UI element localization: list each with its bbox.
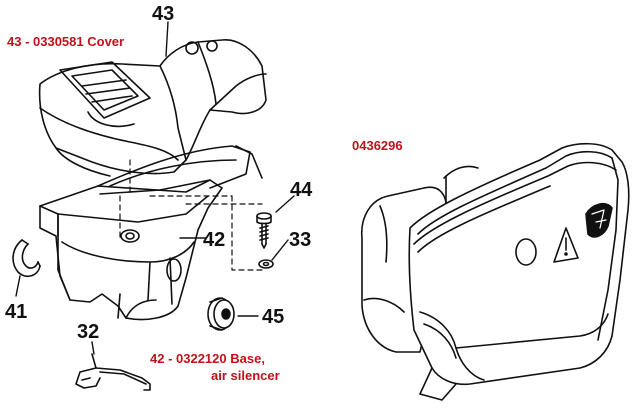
grommet-drawing — [207, 297, 235, 331]
callout-44: 44 — [290, 179, 313, 201]
cover-part-label: 43 - 0330581 Cover — [7, 34, 125, 49]
callout-43: 43 — [152, 3, 175, 25]
cover-drawing — [38, 39, 267, 177]
air-filter-assembly-drawing — [361, 142, 630, 401]
base-drawing — [39, 145, 263, 321]
callout-42: 42 — [203, 229, 226, 251]
callout-33: 33 — [289, 229, 312, 251]
base-part-label-line1: 42 - 0322120 Base, — [150, 351, 265, 366]
callout-41: 41 — [5, 301, 28, 323]
clip-drawing — [12, 239, 41, 278]
washer-drawing — [258, 259, 274, 269]
callout-32: 32 — [77, 321, 100, 343]
kit-part-number: 0436296 — [352, 138, 403, 153]
callout-45: 45 — [262, 306, 285, 328]
base-part-label-line2: air silencer — [211, 368, 280, 383]
screw-drawing — [256, 212, 272, 249]
bracket-drawing — [75, 353, 151, 391]
